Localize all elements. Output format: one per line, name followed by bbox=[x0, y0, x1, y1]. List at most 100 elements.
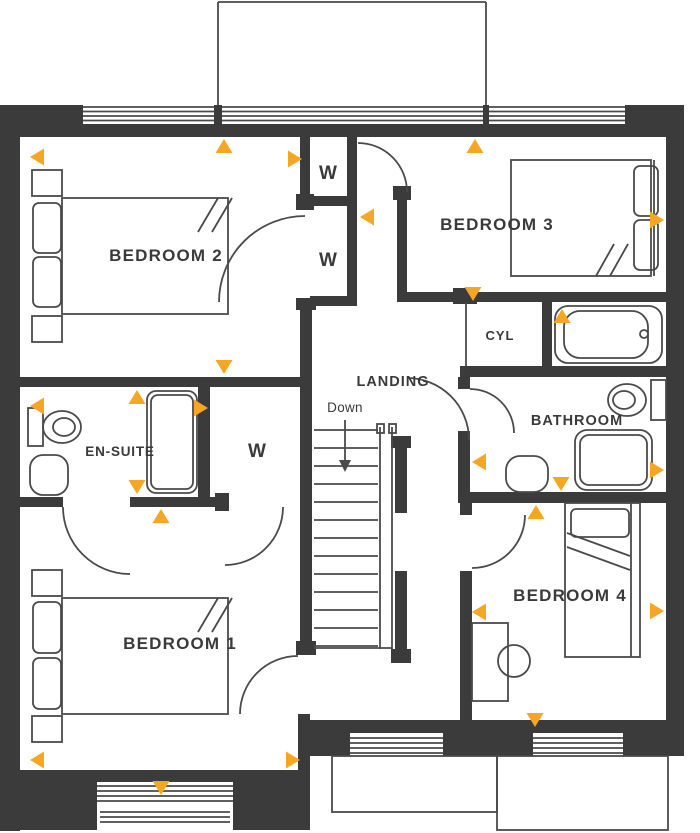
wall-segment bbox=[666, 105, 684, 756]
pillow bbox=[32, 657, 62, 710]
plan-line bbox=[566, 546, 631, 571]
wall-segment bbox=[296, 641, 316, 655]
wall-segment bbox=[489, 124, 625, 137]
chair bbox=[497, 644, 531, 678]
toilet-bowl-ensuite-inner bbox=[52, 417, 76, 437]
wall-segment bbox=[350, 720, 443, 733]
plan-line bbox=[595, 243, 615, 277]
bed-double-bedroom1 bbox=[61, 597, 229, 715]
bath-tub bbox=[563, 310, 649, 359]
door-arc-landing bbox=[406, 377, 470, 441]
dimension-arrow bbox=[650, 461, 664, 479]
wall-segment bbox=[458, 492, 666, 503]
pillow bbox=[32, 256, 62, 308]
dimension-arrow bbox=[128, 480, 146, 494]
wall-segment bbox=[214, 105, 222, 137]
pillow bbox=[633, 165, 659, 217]
shower-bathroom bbox=[574, 429, 653, 491]
dimension-arrow bbox=[215, 360, 233, 374]
wall-segment bbox=[97, 770, 233, 782]
pillow bbox=[570, 508, 630, 538]
dimension-arrow bbox=[286, 751, 300, 769]
door-arc-bathroom bbox=[469, 388, 515, 434]
wardrobe-label-2: W bbox=[319, 250, 337, 271]
plan-line bbox=[609, 243, 629, 277]
wall-segment bbox=[215, 493, 229, 511]
down-arrowhead bbox=[339, 460, 351, 472]
room-label-cyl: CYL bbox=[486, 328, 515, 343]
wall-segment bbox=[20, 377, 302, 387]
room-label-landing: LANDING bbox=[356, 374, 429, 390]
sink-ensuite bbox=[29, 454, 69, 496]
room-label-bedroom-1: BEDROOM 1 bbox=[123, 634, 237, 653]
room-label-en-suite: EN-SUITE bbox=[85, 444, 154, 459]
plan-line bbox=[197, 597, 219, 633]
door-arc-bedroom4 bbox=[471, 514, 526, 569]
toilet-bowl-ensuite bbox=[42, 410, 82, 444]
dimension-arrow bbox=[472, 453, 486, 471]
pillow bbox=[633, 219, 659, 271]
dimension-arrow bbox=[30, 148, 44, 166]
wall-segment bbox=[533, 720, 623, 733]
toilet-cistern-ensuite bbox=[27, 407, 44, 447]
dimension-arrow bbox=[650, 602, 664, 620]
wall-segment bbox=[310, 196, 357, 206]
wall-segment bbox=[458, 377, 470, 389]
wall-segment bbox=[300, 302, 312, 647]
wall-segment bbox=[310, 720, 350, 756]
wall-segment bbox=[460, 366, 666, 377]
porch-outline bbox=[331, 755, 498, 813]
bath-tap bbox=[639, 329, 649, 339]
bed-single-bedroom4 bbox=[564, 502, 641, 658]
wall-segment bbox=[391, 649, 411, 663]
dimension-arrow bbox=[194, 399, 208, 417]
dimension-arrow bbox=[464, 287, 482, 301]
door-arc-bedroom1 bbox=[239, 655, 299, 715]
shower-ensuite-tray bbox=[150, 394, 194, 490]
wall-segment bbox=[83, 124, 214, 137]
plan-line bbox=[197, 197, 219, 233]
nightstand bbox=[31, 715, 63, 743]
wall-segment bbox=[198, 387, 210, 507]
dimension-arrow bbox=[30, 751, 44, 769]
wall-segment bbox=[483, 105, 489, 137]
wall-segment bbox=[130, 497, 215, 507]
dimension-arrow bbox=[152, 509, 170, 523]
room-label-bedroom-4: BEDROOM 4 bbox=[513, 586, 627, 605]
room-label-bedroom-2: BEDROOM 2 bbox=[109, 246, 223, 265]
dimension-arrow bbox=[472, 603, 486, 621]
wall-segment bbox=[298, 714, 310, 772]
wall-segment bbox=[233, 770, 310, 830]
dimension-arrow bbox=[650, 211, 664, 229]
wall-segment bbox=[460, 571, 472, 720]
dimension-arrow bbox=[553, 309, 571, 323]
wall-segment bbox=[397, 190, 407, 302]
door-arc-wardrobe3 bbox=[224, 506, 284, 566]
nightstand bbox=[31, 315, 63, 343]
dimension-arrow bbox=[526, 713, 544, 727]
stairs-down-label: Down bbox=[327, 400, 363, 415]
wall-segment bbox=[0, 770, 97, 830]
wall-segment bbox=[623, 720, 684, 756]
shower-ensuite bbox=[146, 390, 198, 494]
nightstand bbox=[31, 169, 63, 197]
shower-bathroom-tray bbox=[579, 434, 648, 486]
dimension-arrow bbox=[527, 505, 545, 519]
wall-segment bbox=[222, 124, 483, 137]
bed-double-bedroom2 bbox=[61, 197, 229, 315]
stair-newel bbox=[376, 423, 385, 434]
wall-segment bbox=[395, 571, 407, 653]
dimension-arrow bbox=[360, 208, 374, 226]
room-label-bathroom: BATHROOM bbox=[531, 413, 623, 429]
door-arc-ensuite bbox=[62, 506, 131, 575]
dimension-arrow bbox=[215, 139, 233, 153]
bath bbox=[554, 305, 663, 364]
dimension-arrow bbox=[152, 781, 170, 795]
wall-segment bbox=[395, 442, 407, 513]
stair-newel bbox=[388, 423, 397, 434]
wall-segment bbox=[300, 137, 310, 199]
pillow bbox=[32, 601, 62, 654]
pillow bbox=[32, 202, 62, 254]
